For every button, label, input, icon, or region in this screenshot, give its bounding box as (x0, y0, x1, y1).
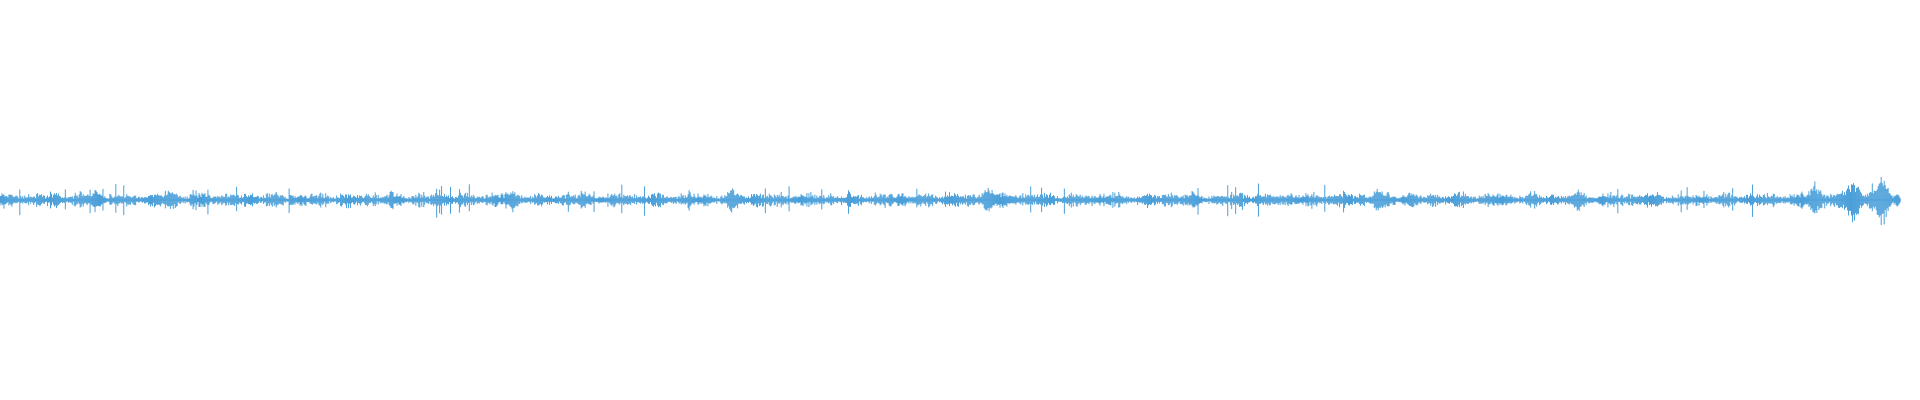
waveform-bars (0, 176, 1901, 226)
